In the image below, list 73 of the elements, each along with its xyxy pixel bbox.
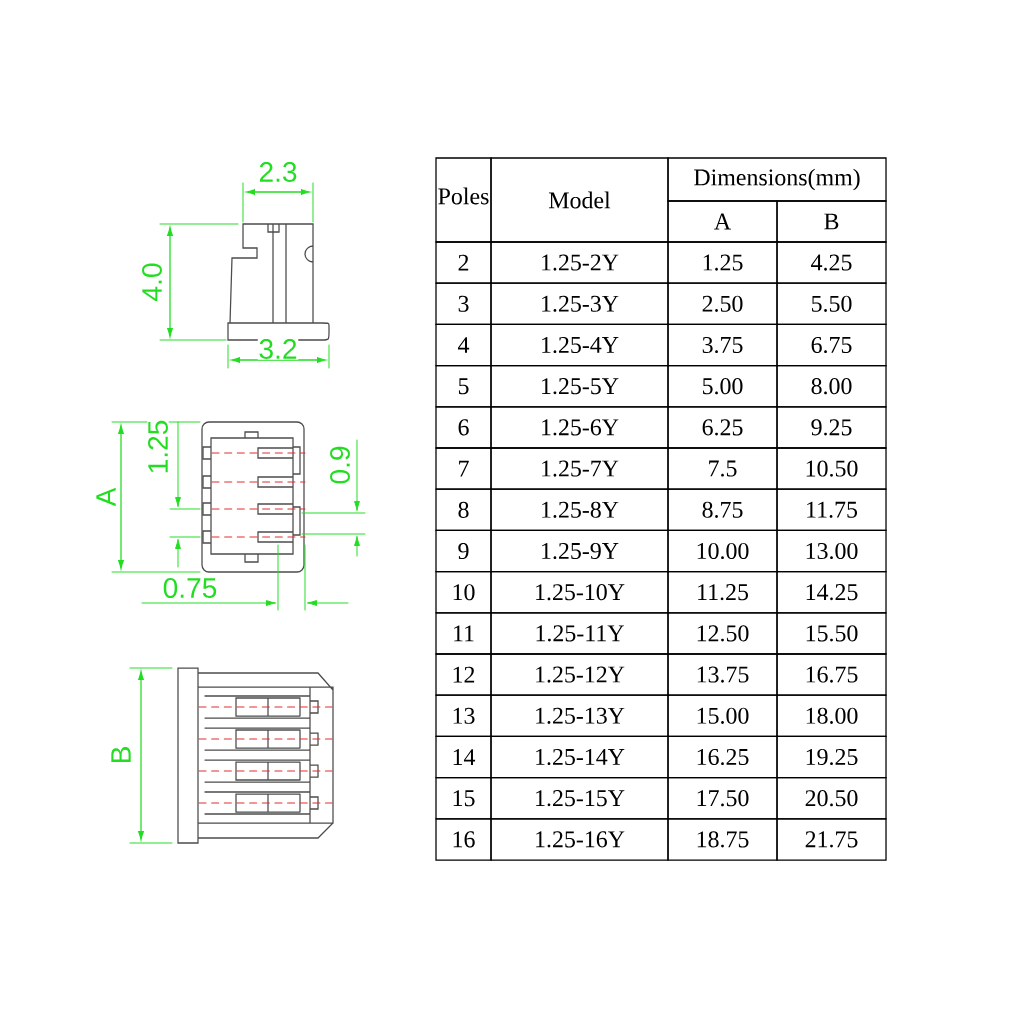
table-cell: 2 bbox=[435, 241, 492, 284]
table-cell: 5 bbox=[435, 364, 492, 408]
table-cell: 4.25 bbox=[776, 241, 887, 284]
table-cell: 17.50 bbox=[667, 776, 778, 820]
table-cell: 13 bbox=[435, 694, 492, 738]
header-cell: A bbox=[667, 200, 778, 243]
table-cell: 3.75 bbox=[667, 323, 778, 367]
table-cell: 8.75 bbox=[667, 488, 778, 532]
table-cell: 11.25 bbox=[667, 570, 778, 614]
table-cell: 12 bbox=[435, 653, 492, 696]
table-cell: 1.25-14Y bbox=[490, 735, 669, 779]
dimension-label: 0.75 bbox=[161, 577, 219, 599]
table-cell: 1.25-16Y bbox=[490, 818, 669, 861]
table-cell: 9 bbox=[435, 529, 492, 573]
table-cell: 1.25-10Y bbox=[490, 570, 669, 614]
table-cell: 1.25 bbox=[667, 241, 778, 284]
table-cell: 14.25 bbox=[776, 570, 887, 614]
table-cell: 1.25-13Y bbox=[490, 694, 669, 738]
table-cell: 1.25-9Y bbox=[490, 529, 669, 573]
table-cell: 16 bbox=[435, 818, 492, 861]
table-cell: 15.00 bbox=[667, 694, 778, 738]
table-cell: 1.25-11Y bbox=[490, 612, 669, 655]
table-cell: 1.25-6Y bbox=[490, 406, 669, 449]
header-cell: B bbox=[776, 200, 887, 243]
table-cell: 1.25-5Y bbox=[490, 364, 669, 408]
table-cell: 1.25-2Y bbox=[490, 241, 669, 284]
dimension-label: 0.9 bbox=[329, 444, 351, 486]
dimension-label: 3.2 bbox=[257, 338, 299, 360]
dimension-label: 1.25 bbox=[147, 418, 169, 476]
header-cell: Model bbox=[490, 157, 669, 243]
table-cell: 6.75 bbox=[776, 323, 887, 367]
table-cell: 13.75 bbox=[667, 653, 778, 696]
header-cell: Dimensions(mm) bbox=[667, 157, 887, 202]
table-cell: 2.50 bbox=[667, 282, 778, 326]
table-cell: 1.25-12Y bbox=[490, 653, 669, 696]
table-cell: 20.50 bbox=[776, 776, 887, 820]
dimension-label: B bbox=[110, 744, 132, 766]
table-cell: 8.00 bbox=[776, 364, 887, 408]
table-cell: 18.75 bbox=[667, 818, 778, 861]
table-cell: 11.75 bbox=[776, 488, 887, 532]
table-cell: 9.25 bbox=[776, 406, 887, 449]
table-cell: 10.50 bbox=[776, 447, 887, 490]
table-cell: 8 bbox=[435, 488, 492, 532]
table-cell: 1.25-7Y bbox=[490, 447, 669, 490]
table-cell: 7 bbox=[435, 447, 492, 490]
table-cell: 19.25 bbox=[776, 735, 887, 779]
table-cell: 1.25-8Y bbox=[490, 488, 669, 532]
table-cell: 5.00 bbox=[667, 364, 778, 408]
table-cell: 10.00 bbox=[667, 529, 778, 573]
table-cell: 6 bbox=[435, 406, 492, 449]
dimension-label: A bbox=[95, 486, 117, 508]
table-cell: 15.50 bbox=[776, 612, 887, 655]
table-cell: 13.00 bbox=[776, 529, 887, 573]
header-cell: Poles bbox=[435, 157, 492, 243]
table-cell: 4 bbox=[435, 323, 492, 367]
table-cell: 6.25 bbox=[667, 406, 778, 449]
dimension-label: 4.0 bbox=[141, 261, 163, 303]
table-cell: 16.75 bbox=[776, 653, 887, 696]
table-cell: 14 bbox=[435, 735, 492, 779]
table-cell: 21.75 bbox=[776, 818, 887, 861]
table-cell: 1.25-4Y bbox=[490, 323, 669, 367]
table-cell: 10 bbox=[435, 570, 492, 614]
table-cell: 18.00 bbox=[776, 694, 887, 738]
table-cell: 15 bbox=[435, 776, 492, 820]
table-cell: 16.25 bbox=[667, 735, 778, 779]
table-cell: 12.50 bbox=[667, 612, 778, 655]
table-cell: 5.50 bbox=[776, 282, 887, 326]
dimension-label: 2.3 bbox=[257, 161, 299, 183]
table-cell: 11 bbox=[435, 612, 492, 655]
table-cell: 3 bbox=[435, 282, 492, 326]
table-cell: 1.25-15Y bbox=[490, 776, 669, 820]
table-cell: 1.25-3Y bbox=[490, 282, 669, 326]
table-cell: 7.5 bbox=[667, 447, 778, 490]
